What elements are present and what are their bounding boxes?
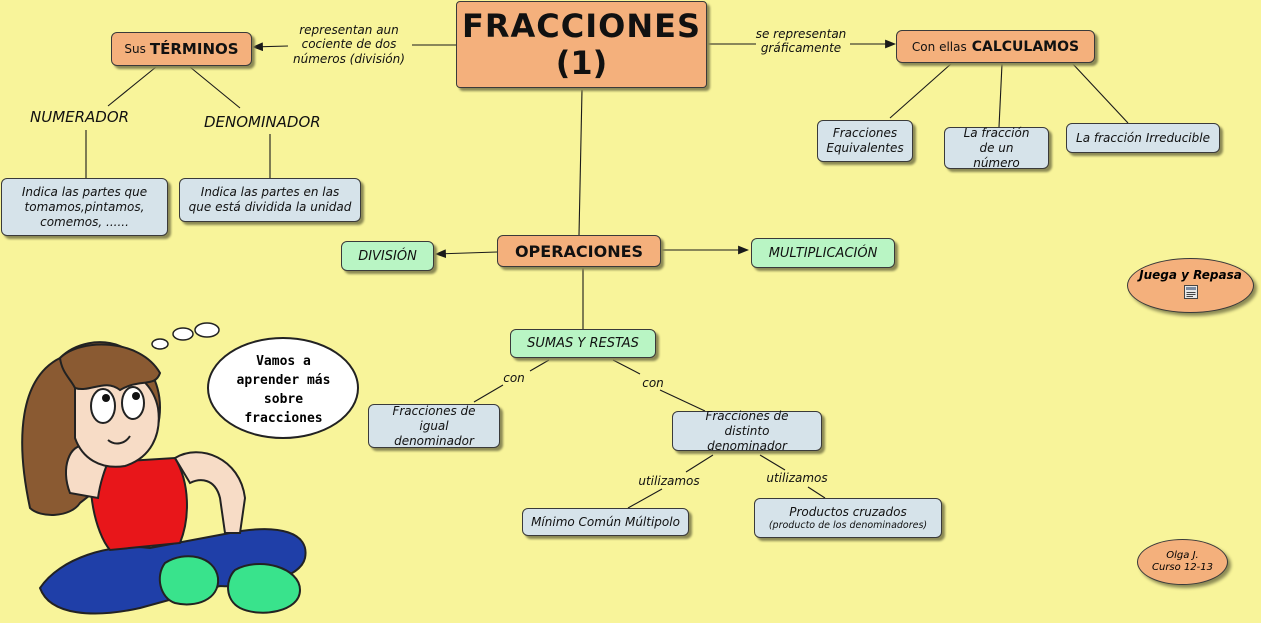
title-line2: (1) bbox=[555, 43, 608, 82]
numerador-label: NUMERADOR bbox=[30, 108, 130, 126]
distinto-denominador-node[interactable]: Fracciones de distinto denominador bbox=[672, 409, 822, 453]
productos-main: Productos cruzados bbox=[789, 504, 907, 519]
title-node[interactable]: FRACCIONES (1) bbox=[456, 1, 707, 88]
igual-denominador-node[interactable]: Fracciones de igual denominador bbox=[368, 404, 500, 448]
calculamos-strong: CALCULAMOS bbox=[971, 38, 1080, 55]
link-label-graficamente: se representan gráficamente bbox=[755, 27, 847, 56]
terminos-node[interactable]: Sus TÉRMINOS bbox=[111, 32, 252, 66]
productos-sub: (producto de los denominadores) bbox=[768, 519, 928, 531]
denominador-desc[interactable]: Indica las partes en las que está dividi… bbox=[179, 178, 361, 222]
denominador-label: DENOMINADOR bbox=[204, 113, 321, 131]
author-course: Curso 12-13 bbox=[1152, 562, 1213, 573]
multiplicacion-node[interactable]: MULTIPLICACIÓN bbox=[751, 238, 895, 268]
girl-illustration bbox=[21, 322, 359, 615]
link-label-representan: representan aun cociente de dos números … bbox=[293, 23, 405, 66]
numerador-desc[interactable]: Indica las partes que tomamos,pintamos, … bbox=[1, 178, 168, 236]
title-line1: FRACCIONES bbox=[461, 6, 702, 45]
calculamos-node[interactable]: Con ellas CALCULAMOS bbox=[896, 30, 1095, 63]
calc-item-irreducible[interactable]: La fracción Irreducible bbox=[1066, 123, 1220, 153]
calc-item-equivalentes[interactable]: Fracciones Equivalentes bbox=[817, 120, 913, 162]
operaciones-node[interactable]: OPERACIONES bbox=[497, 235, 661, 267]
link-label-con-left: con bbox=[503, 371, 525, 385]
document-icon[interactable] bbox=[1183, 284, 1199, 304]
terminos-prefix: Sus bbox=[124, 42, 146, 56]
link-label-utilizamos-left: utilizamos bbox=[638, 474, 700, 488]
link-label-utilizamos-right: utilizamos bbox=[766, 471, 828, 485]
juega-repasa-label: Juega y Repasa bbox=[1139, 267, 1242, 282]
author-badge: Olga J. Curso 12-13 bbox=[1137, 539, 1228, 585]
author-name: Olga J. bbox=[1166, 550, 1199, 561]
division-node[interactable]: DIVISIÓN bbox=[341, 241, 434, 271]
mcm-node[interactable]: Mínimo Común Múltipolo bbox=[522, 508, 689, 536]
juega-repasa-button[interactable]: Juega y Repasa bbox=[1127, 258, 1254, 313]
sumas-restas-node[interactable]: SUMAS Y RESTAS bbox=[510, 329, 656, 358]
calc-item-fraccion-numero[interactable]: La fracción de un número bbox=[944, 126, 1049, 170]
link-label-con-right: con bbox=[642, 376, 664, 390]
productos-node[interactable]: Productos cruzados (producto de los deno… bbox=[754, 498, 942, 538]
calculamos-prefix: Con ellas bbox=[911, 39, 967, 54]
terminos-strong: TÉRMINOS bbox=[149, 40, 239, 58]
speech-bubble-text: Vamos a aprender más sobre fracciones bbox=[236, 354, 331, 426]
